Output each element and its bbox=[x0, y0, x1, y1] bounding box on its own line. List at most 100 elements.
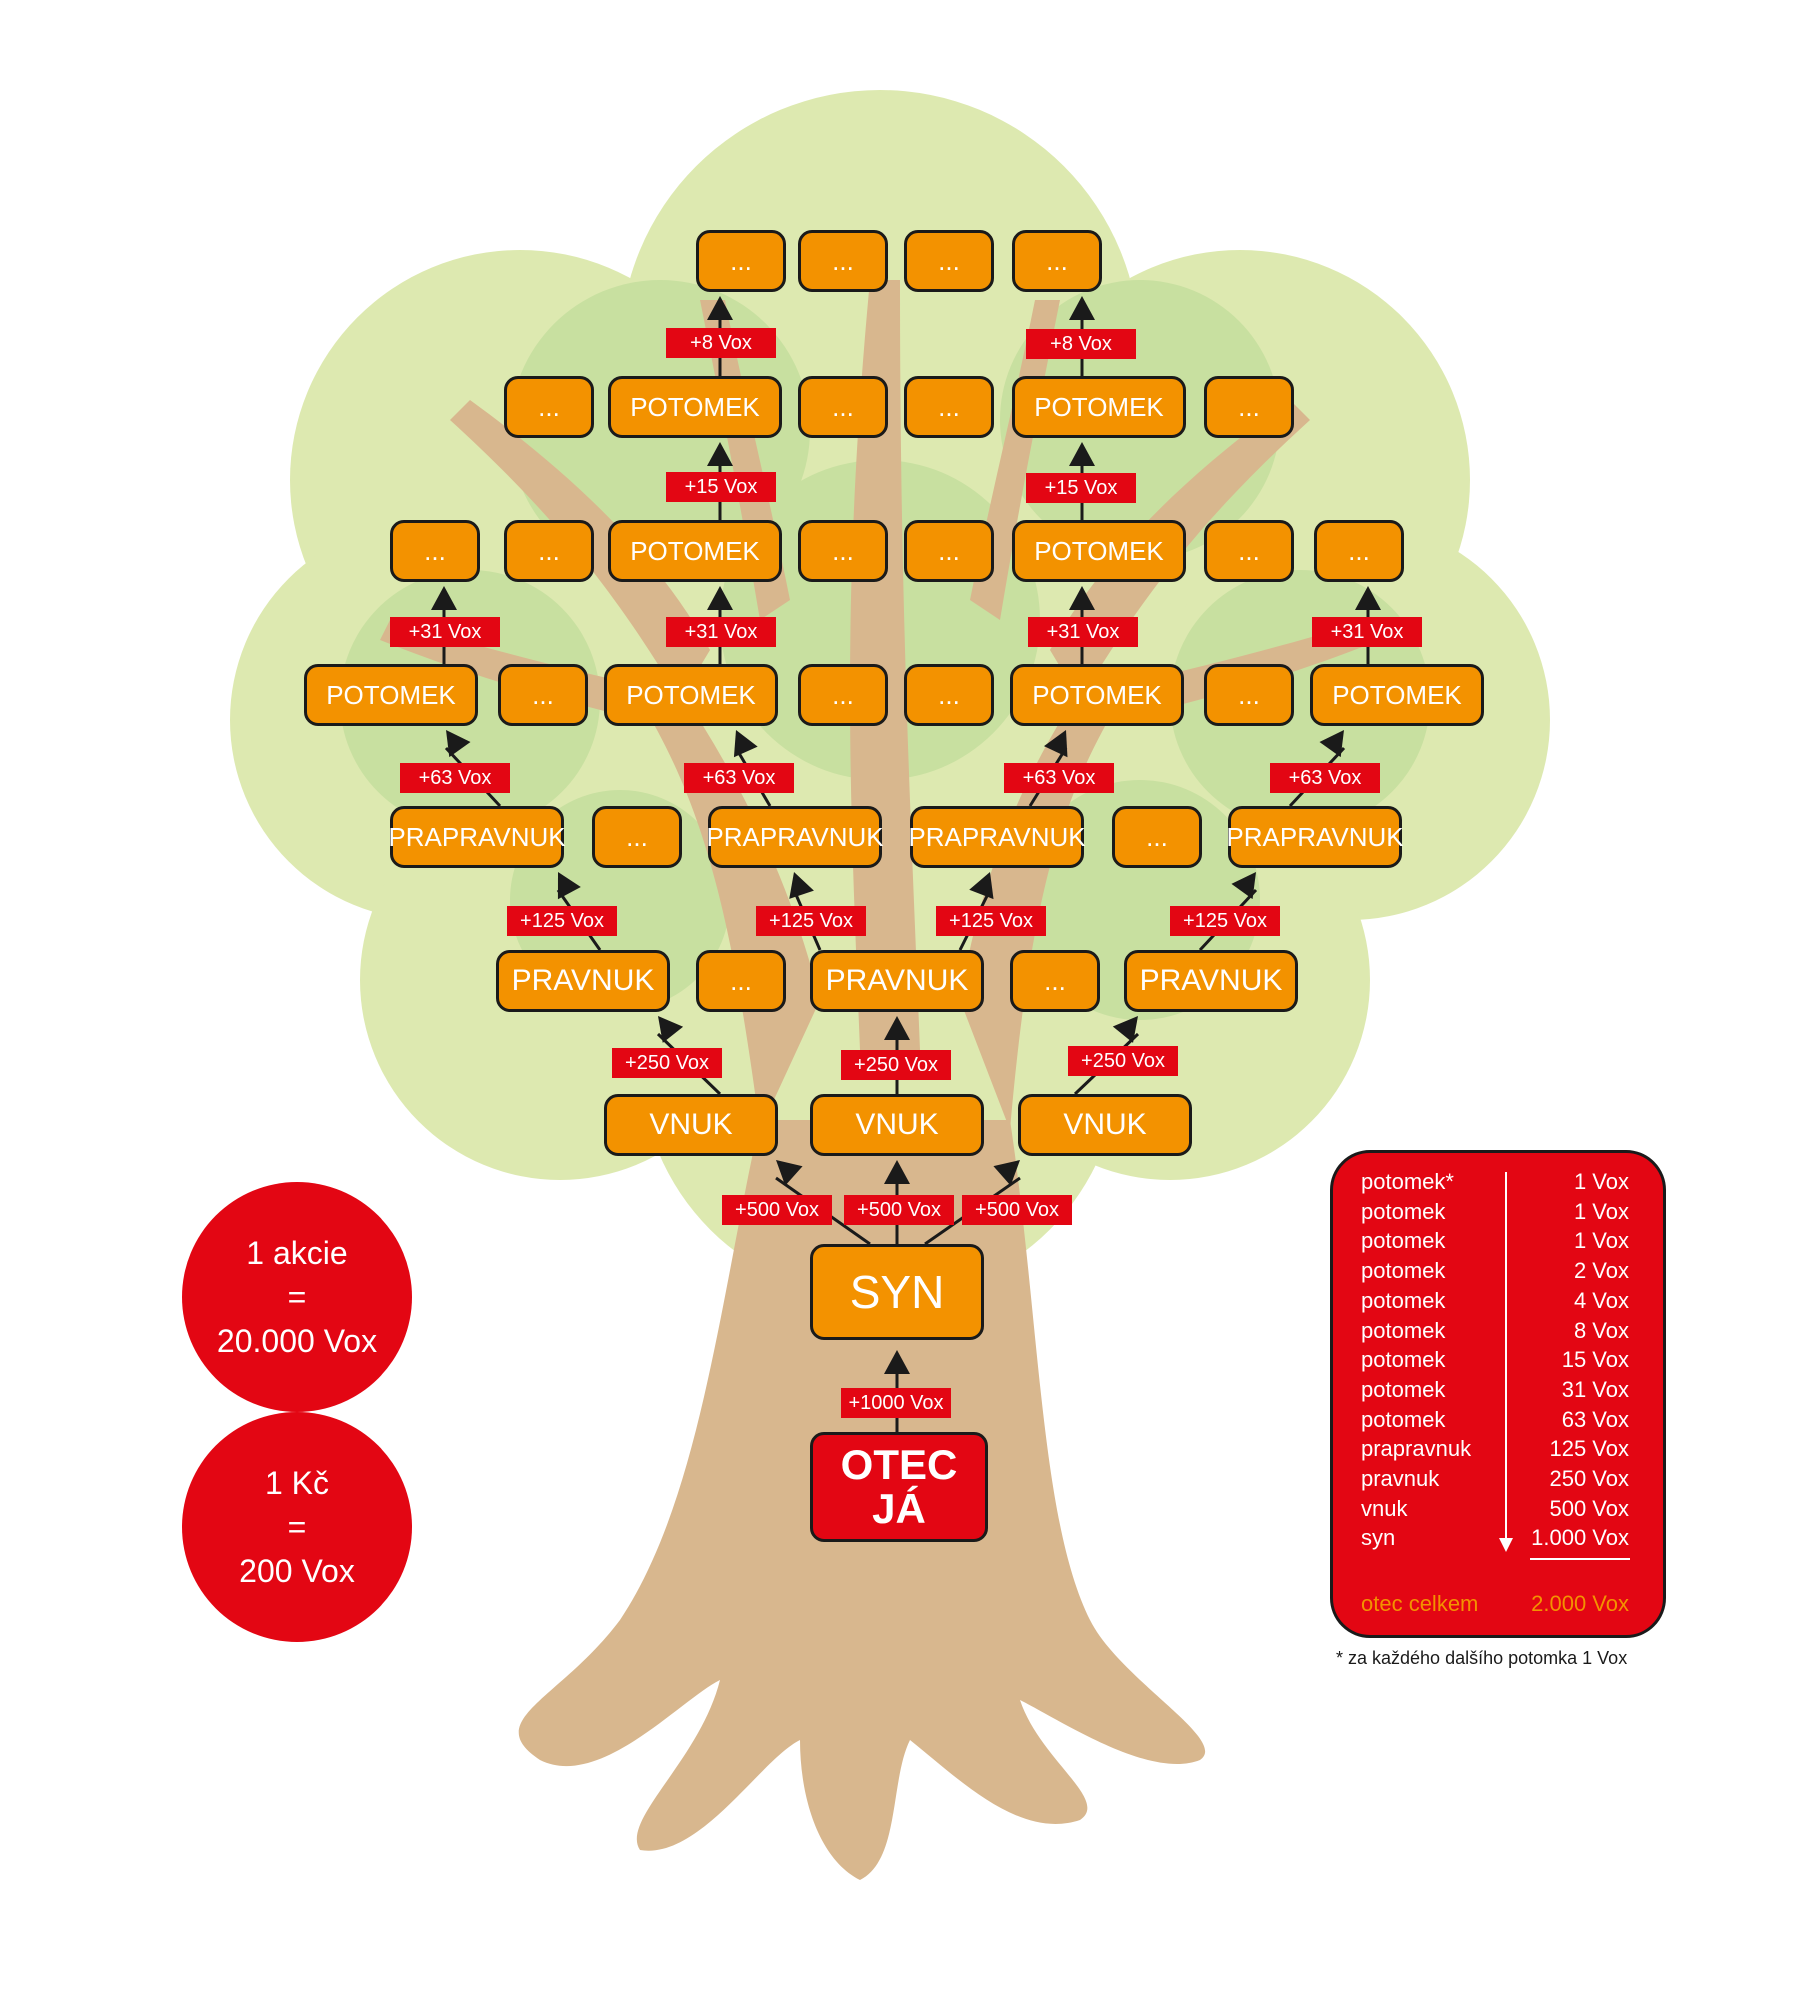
arrow-head bbox=[658, 1016, 684, 1043]
potomek63-vox-label-4: +63 Vox bbox=[1270, 763, 1380, 793]
legend-row-value: 500 Vox bbox=[1549, 1495, 1629, 1521]
legend-row-value: 250 Vox bbox=[1549, 1466, 1629, 1491]
potomek63-vox-label-3: +63 Vox bbox=[1004, 763, 1114, 793]
legend-row-name: vnuk bbox=[1361, 1495, 1408, 1521]
placeholder-node-prapravnuk-a: ... bbox=[592, 806, 682, 868]
potomek-node-31-1: POTOMEK bbox=[608, 520, 782, 582]
legend-row-name: pravnuk bbox=[1361, 1466, 1440, 1491]
placeholder-node-31-e: ... bbox=[1204, 520, 1294, 582]
potomek31-vox-label-4: +31 Vox bbox=[1312, 617, 1422, 647]
legend-row-name: potomek bbox=[1361, 1228, 1446, 1254]
placeholder-node-pravnuk-a: ... bbox=[696, 950, 786, 1012]
akcie-line2: = bbox=[287, 1279, 307, 1315]
placeholder-node-31-a: ... bbox=[390, 520, 480, 582]
arrow-head bbox=[1231, 872, 1256, 900]
arrow-head bbox=[776, 1160, 803, 1186]
arrow-head bbox=[431, 586, 457, 610]
arrow-head bbox=[1319, 730, 1344, 758]
prapravnuk-vox-label-4: +125 Vox bbox=[1170, 906, 1280, 936]
prapravnuk-node-1: PRAPRAVNUK bbox=[388, 806, 566, 868]
placeholder-node-8-d: ... bbox=[1012, 230, 1102, 292]
vnuk-node-1: VNUK bbox=[604, 1094, 778, 1156]
legend-row: potomek 63 Vox bbox=[1361, 1407, 1629, 1437]
legend-arrow-graphics bbox=[1499, 1172, 1630, 1560]
placeholder-node-8-b: ... bbox=[798, 230, 888, 292]
legend-total-value: 2.000 Vox bbox=[1531, 1591, 1629, 1616]
arrow-head bbox=[733, 730, 758, 758]
arrow-head bbox=[1069, 296, 1095, 320]
placeholder-node-31-b: ... bbox=[504, 520, 594, 582]
legend-row-value: 125 Vox bbox=[1549, 1436, 1629, 1462]
akcie-line3: 20.000 Vox bbox=[216, 1323, 378, 1359]
placeholder-node-15-d: ... bbox=[1204, 376, 1294, 438]
arrow-head bbox=[884, 1160, 910, 1184]
potomek63-vox-label-2: +63 Vox bbox=[684, 763, 794, 793]
legend-row: potomek 4 Vox bbox=[1361, 1288, 1629, 1318]
legend-row-value: 4 Vox bbox=[1573, 1287, 1629, 1313]
prapravnuk-vox-label-1: +125 Vox bbox=[507, 906, 617, 936]
akcie-conversion-circle: 1 akcie = 20.000 Vox bbox=[182, 1182, 412, 1412]
legend-row-value: 31 Vox bbox=[1561, 1376, 1629, 1402]
potomek-node-15-1: POTOMEK bbox=[608, 376, 782, 438]
arrow-head bbox=[1043, 730, 1068, 758]
legend-row-value: 1.000 Vox bbox=[1531, 1525, 1629, 1551]
placeholder-node-prapravnuk-b: ... bbox=[1112, 806, 1202, 868]
legend-row: pravnuk 250 Vox bbox=[1361, 1466, 1629, 1496]
arrow-head bbox=[557, 872, 581, 900]
arrow-head bbox=[446, 730, 471, 758]
arrow-head bbox=[707, 296, 733, 320]
syn-vox-label: +1000 Vox bbox=[841, 1388, 951, 1418]
legend-total-row: otec celkem 2.000 Vox bbox=[1361, 1591, 1629, 1621]
potomek-node-63-4: POTOMEK bbox=[1310, 664, 1484, 726]
vnuk-node-2: VNUK bbox=[810, 1094, 984, 1156]
placeholder-node-15-c: ... bbox=[904, 376, 994, 438]
potomek15-vox-label-1: +15 Vox bbox=[666, 472, 776, 502]
placeholder-node-63-c: ... bbox=[904, 664, 994, 726]
pravnuk-node-3: PRAVNUK bbox=[1124, 950, 1298, 1012]
placeholder-node-63-d: ... bbox=[1204, 664, 1294, 726]
otec-ja-node: OTEC JÁ bbox=[810, 1432, 988, 1542]
prapravnuk-vox-label-3: +125 Vox bbox=[936, 906, 1046, 936]
vnuk-vox-label-3: +500 Vox bbox=[962, 1195, 1072, 1225]
pravnuk-vox-label-2: +250 Vox bbox=[841, 1050, 951, 1080]
legend-row: potomek*1 Vox bbox=[1361, 1169, 1629, 1199]
placeholder-node-pravnuk-b: ... bbox=[1010, 950, 1100, 1012]
arrow-head bbox=[1112, 1016, 1138, 1043]
placeholder-node-63-b: ... bbox=[798, 664, 888, 726]
placeholder-node-31-d: ... bbox=[904, 520, 994, 582]
legend-row-name: potomek bbox=[1361, 1406, 1446, 1432]
potomek-node-63-3: POTOMEK bbox=[1010, 664, 1184, 726]
syn-node: SYN bbox=[810, 1244, 984, 1340]
potomek8-vox-label-1: +8 Vox bbox=[666, 328, 776, 358]
potomek-node-63-2: POTOMEK bbox=[604, 664, 778, 726]
legend-row-name: potomek bbox=[1361, 1317, 1446, 1343]
potomek31-vox-label-2: +31 Vox bbox=[666, 617, 776, 647]
prapravnuk-vox-label-2: +125 Vox bbox=[756, 906, 866, 936]
legend-row-value: 8 Vox bbox=[1573, 1317, 1629, 1343]
vnuk-node-3: VNUK bbox=[1018, 1094, 1192, 1156]
potomek15-vox-label-2: +15 Vox bbox=[1026, 473, 1136, 503]
legend-row-value: 63 Vox bbox=[1561, 1406, 1629, 1432]
akcie-line1: 1 akcie bbox=[246, 1235, 348, 1271]
legend-row-value: 1 Vox bbox=[1573, 1198, 1629, 1224]
pravnuk-node-2: PRAVNUK bbox=[810, 950, 984, 1012]
legend-row-name: prapravnuk bbox=[1361, 1436, 1472, 1462]
placeholder-node-31-f: ... bbox=[1314, 520, 1404, 582]
footnote: * za každého dalšího potomka 1 Vox bbox=[1336, 1648, 1628, 1668]
otec-label: OTEC bbox=[840, 1441, 958, 1488]
arrow-head bbox=[969, 872, 994, 900]
legend-total-name: otec celkem bbox=[1361, 1591, 1479, 1616]
potomek31-vox-label-1: +31 Vox bbox=[390, 617, 500, 647]
legend-row-name: potomek bbox=[1361, 1287, 1446, 1313]
prapravnuk-node-2: PRAPRAVNUK bbox=[706, 806, 884, 868]
pravnuk-vox-label-3: +250 Vox bbox=[1068, 1046, 1178, 1076]
potomek8-vox-label-2: +8 Vox bbox=[1026, 329, 1136, 359]
legend-row: vnuk 500 Vox bbox=[1361, 1496, 1629, 1526]
placeholder-node-15-a: ... bbox=[504, 376, 594, 438]
legend-row-value: 15 Vox bbox=[1561, 1347, 1629, 1373]
